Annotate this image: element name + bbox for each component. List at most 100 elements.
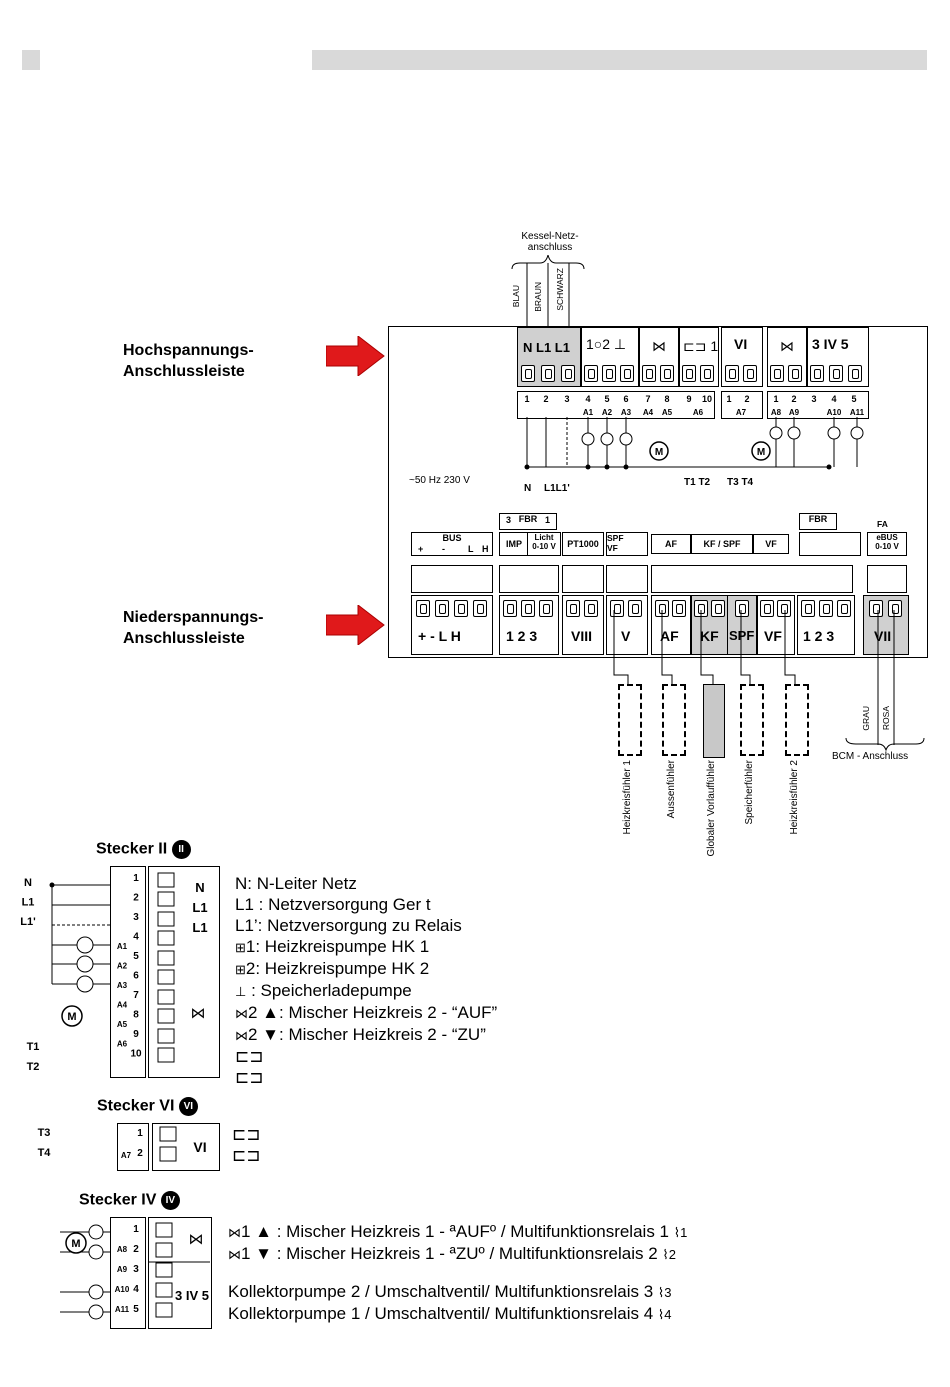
lv-plug-kf: KF [691, 595, 729, 655]
stecker-iv-pin: 3 [133, 1264, 139, 1275]
lv-box-kf-spf: KF / SPF [691, 534, 753, 554]
hv-terminal-code: A2 [602, 408, 613, 417]
stecker-ii-plug-l1b: L1 [192, 920, 207, 935]
plug-iv-mixer: ⋈ [767, 327, 807, 387]
hv-terminal-code: A1 [583, 408, 594, 417]
high-voltage-label: Hochspannungs- Anschlussleiste [123, 342, 254, 380]
hv-terminal-code: A10 [827, 408, 842, 417]
stecker-ii-pin: 3 [133, 912, 139, 923]
plug-ii-pumps: 1○2 ⊥ [581, 327, 639, 387]
hv-terminal-number: 2 [744, 394, 749, 404]
stecker-iv-pin: 2 [133, 1244, 139, 1255]
lv-plug-viii: VIII [562, 595, 604, 655]
pump-icon [600, 432, 614, 446]
lv-box-fbr: 3 FBR 1 [499, 513, 557, 530]
stecker-ii-pin: 1 [133, 873, 139, 884]
relay-icon [827, 426, 841, 440]
hv-label-n: N [524, 483, 532, 494]
stecker-ii-code: A3 [117, 981, 128, 990]
lv-box-fbr-2: FBR [799, 513, 837, 530]
lv-strip-spf [606, 565, 648, 593]
stecker-ii-code: A5 [117, 1020, 128, 1029]
hv-terminal-code: A4 [643, 408, 654, 417]
stecker-iv-relay-icon [88, 1284, 104, 1300]
stecker-ii-pin-frame [110, 866, 146, 1078]
stecker-ii-socket [157, 911, 175, 927]
stecker-ii-socket [157, 1047, 175, 1063]
stecker-ii-left-label: N [24, 877, 32, 889]
low-voltage-label: Niederspannungs- Anschlussleiste [123, 609, 264, 647]
stecker-iv-marker: IV [160, 1191, 180, 1210]
sensor-global-vorlauf [703, 684, 725, 758]
stecker-ii-left-label: T2 [27, 1061, 40, 1073]
hv-terminal-number: 1 [726, 394, 731, 404]
lv-box-bus: BUS + - L H [411, 532, 493, 556]
stecker-ii-socket [157, 1008, 175, 1024]
hv-terminal-number: 6 [623, 394, 628, 404]
stecker-iv-pin: 5 [133, 1304, 139, 1315]
stecker-iv-relay-icon [88, 1224, 104, 1240]
stecker-ii-socket [157, 930, 175, 946]
lv-box-vf: VF [753, 534, 789, 554]
lv-plug-vf: VF [757, 595, 795, 655]
stecker-iv-motor-icon [65, 1232, 87, 1254]
sensor-wire [784, 610, 796, 684]
stecker-ii-pump-icon [76, 975, 94, 993]
bcm-brace [845, 737, 925, 752]
lv-box-ebus: eBUS 0-10 V [867, 532, 907, 556]
hv-terminal-number: 9 [686, 394, 691, 404]
stecker-iv-code: A10 [115, 1285, 130, 1294]
stecker-vi-legend: ⊏⊐⊏⊐ [232, 1125, 261, 1165]
hv-terminal-code: A7 [736, 408, 747, 417]
junction-dot [524, 464, 530, 470]
stecker-iv-motor-label: M [71, 1238, 80, 1250]
stecker-vi-pin-frame [117, 1123, 149, 1171]
stecker-ii-pin: 10 [130, 1049, 142, 1060]
stecker-vi-marker: VI [178, 1097, 198, 1116]
junction-dot [585, 464, 591, 470]
hv-terminal-number: 2 [543, 394, 548, 404]
lv-label-fa: FA [877, 519, 888, 529]
stecker-ii-socket [157, 1028, 175, 1044]
stecker-ii-motor-icon [61, 1005, 83, 1027]
stecker-ii-code: A6 [117, 1040, 128, 1049]
stecker-ii-pin: 7 [133, 990, 139, 1001]
stecker-ii-pin: 5 [133, 951, 139, 962]
lv-strip-main [651, 565, 853, 593]
hv-terminal-strip [517, 391, 715, 419]
mixer-motor-icon [649, 441, 669, 461]
lv-strip-pt [562, 565, 604, 593]
sensor-heizkreis-2 [785, 684, 809, 756]
hv-terminal-number: 3 [811, 394, 816, 404]
hv-terminal-number: 8 [664, 394, 669, 404]
sensor-wire [740, 610, 751, 684]
lv-box-spf-vf: SPF VF [606, 532, 648, 556]
mains-connection-title: Kessel-Netz- anschluss [521, 231, 579, 253]
hv-terminal-code: A6 [693, 408, 704, 417]
relay-icon [787, 426, 801, 440]
stecker-vi-left-label: T4 [38, 1147, 52, 1159]
stecker-iv-relay-icon [88, 1244, 104, 1260]
lv-box-licht: Licht 0-10 V [527, 532, 561, 556]
hv-terminal-number: 3 [564, 394, 569, 404]
header-bar-left [22, 50, 40, 70]
stecker-ii-pin: 8 [133, 1010, 139, 1021]
mixer-motor-2-icon [751, 441, 771, 461]
stecker-ii-motor-label: M [67, 1011, 76, 1023]
bcm-label: BCM - Anschluss [832, 751, 909, 762]
lv-plug-af: AF [651, 595, 691, 655]
hv-terminal-strip-vi [721, 391, 763, 419]
sensor-speicher [740, 684, 764, 756]
hv-terminal-code: A11 [850, 408, 865, 417]
stecker-vi-socket [159, 1126, 177, 1142]
stecker-vi-plug-label: VI [193, 1139, 206, 1155]
relay-icon [850, 426, 864, 440]
lv-box-imp: IMP [499, 532, 529, 556]
sensor-heizkreis-1 [618, 684, 642, 756]
lv-box-pt1000: PT1000 [562, 532, 604, 556]
pump-icon [619, 432, 633, 446]
hv-label-t1t2: T1 T2 [684, 477, 711, 488]
plug-ii-thermostat: ⊏⊐ 1 [679, 327, 719, 387]
junction-dot [826, 464, 832, 470]
hv-terminal-code: A8 [771, 408, 782, 417]
